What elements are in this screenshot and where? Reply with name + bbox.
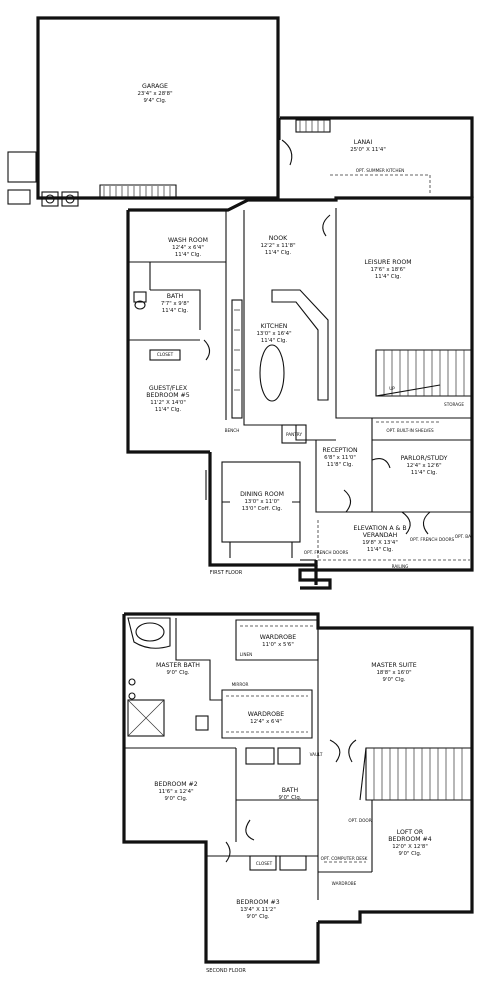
- bedroom-2-dims: 11'6" x 12'4": [158, 789, 193, 795]
- reception-dims: 6'8" x 11'0": [324, 455, 356, 461]
- bedroom-3-clg: 9'0" Clg.: [247, 914, 270, 920]
- storage-label: STORAGE: [444, 402, 464, 407]
- loft-label-1: LOFT OR: [397, 829, 424, 836]
- master-bath-label: MASTER BATH: [156, 662, 200, 669]
- loft-clg: 9'0" Clg.: [399, 851, 422, 857]
- garage-label: GARAGE: [142, 83, 168, 90]
- linen-label: LINEN: [240, 652, 252, 657]
- pantry-label: PANTRY: [286, 432, 302, 437]
- kitchen-clg: 11'4" Clg.: [261, 338, 288, 344]
- nook-clg: 11'4" Clg.: [265, 250, 292, 256]
- guest-bedroom-clg: 11'4" Clg.: [155, 407, 182, 413]
- wardrobe-1-label: WARDROBE: [260, 634, 296, 641]
- leisure-room-label: LEISURE ROOM: [364, 259, 411, 266]
- nook-dims: 12'2" x 11'8": [260, 243, 295, 249]
- opt-bay-label: OPT. BAY: [455, 534, 474, 539]
- loft-label-2: BEDROOM #4: [388, 836, 431, 843]
- opt-door-label: OPT. DOOR: [348, 818, 371, 823]
- wash-room-label: WASH ROOM: [168, 237, 208, 244]
- dining-room-label: DINING ROOM: [240, 491, 284, 498]
- wash-room-clg: 11'4" Clg.: [175, 252, 202, 258]
- kitchen-label: KITCHEN: [261, 323, 288, 330]
- nook-label: NOOK: [269, 235, 288, 242]
- vault-label: VAULT: [310, 752, 323, 757]
- garage-clg: 9'4" Clg.: [144, 98, 167, 104]
- lanai-label: LANAI: [354, 139, 373, 146]
- bath-clg: 11'4" Clg.: [162, 308, 189, 314]
- veranda-label-2: VERANDAH: [363, 532, 398, 539]
- up-label: UP: [389, 386, 395, 391]
- wash-room-dims: 12'4" x 6'4": [172, 245, 204, 251]
- wardrobe-1-dims: 11'0" x 5'6": [262, 642, 294, 648]
- parlor-clg: 11'4" Clg.: [411, 470, 438, 476]
- bench-label: BENCH: [225, 428, 240, 433]
- wardrobe-2-label: WARDROBE: [248, 711, 284, 718]
- bedroom-2-label: BEDROOM #2: [154, 781, 197, 788]
- reception-label: RECEPTION: [322, 447, 358, 454]
- bath-2-label: BATH: [282, 787, 299, 794]
- guest-bedroom-label-1: GUEST/FLEX: [149, 385, 188, 392]
- veranda-label-1: ELEVATION A & B: [353, 525, 406, 532]
- garage-dims: 23'4" x 28'8": [137, 91, 172, 97]
- leisure-room-dims: 17'6" x 18'6": [370, 267, 405, 273]
- guest-bedroom-label-2: BEDROOM #5: [146, 392, 189, 399]
- lanai-dims: 25'0" X 11'4": [350, 147, 386, 153]
- master-suite-clg: 9'0" Clg.: [383, 677, 406, 683]
- closet-2-label: CLOSET: [256, 861, 273, 866]
- master-suite-dims: 18'8" x 16'0": [376, 670, 411, 676]
- first-floor-title: FIRST FLOOR: [210, 570, 243, 576]
- master-bath-clg: 9'0" Clg.: [167, 670, 190, 676]
- second-floor-title: SECOND FLOOR: [206, 968, 246, 974]
- bedroom-3-label: BEDROOM #3: [236, 899, 279, 906]
- parlor-dims: 12'4" x 12'6": [406, 463, 441, 469]
- opt-computer-desk-label: OPT. COMPUTER DESK: [321, 856, 368, 861]
- wardrobe-small-label: WARDROBE: [332, 881, 357, 886]
- reception-clg: 11'8" Clg.: [327, 462, 354, 468]
- second-floor-plan: [122, 612, 474, 964]
- dining-room-clg: 13'0" Coff. Clg.: [242, 506, 283, 512]
- first-floor-plan: [7, 16, 474, 590]
- railing-label: RAILING: [392, 564, 409, 569]
- kitchen-dims: 13'0" x 16'4": [256, 331, 291, 337]
- closet-label: CLOSET: [157, 352, 174, 357]
- bath-2-clg: 9'0" Clg.: [279, 795, 302, 801]
- loft-dims: 12'0" X 12'8": [392, 844, 428, 850]
- bedroom-3-dims: 13'4" X 11'2": [240, 907, 276, 913]
- veranda-dims: 19'8" X 13'4": [362, 540, 398, 546]
- bedroom-2-clg: 9'0" Clg.: [165, 796, 188, 802]
- dining-room-dims: 13'0" x 11'0": [244, 499, 279, 505]
- bath-label: BATH: [167, 293, 184, 300]
- leisure-room-clg: 11'4" Clg.: [375, 274, 402, 280]
- mirror-label: MIRROR: [232, 682, 249, 687]
- first-floor-labels: GARAGE 23'4" x 28'8" 9'4" Clg. LANAI 25'…: [137, 83, 473, 576]
- second-floor-labels: MASTER BATH 9'0" Clg. WARDROBE 11'0" x 5…: [154, 634, 431, 974]
- guest-bedroom-dims: 11'2" X 14'0": [150, 400, 186, 406]
- wardrobe-2-dims: 12'4" x 6'4": [250, 719, 282, 725]
- opt-bookshelves-label: OPT. BUILT-IN SHELVES: [386, 428, 434, 433]
- lanai-summer-kitchen: OPT. SUMMER KITCHEN: [356, 168, 405, 173]
- opt-french-doors-1: OPT. FRENCH DOORS: [410, 537, 455, 542]
- opt-french-doors-2: OPT. FRENCH DOORS: [304, 550, 349, 555]
- parlor-label: PARLOR/STUDY: [401, 455, 448, 462]
- bath-dims: 7'7" x 9'8": [161, 301, 189, 307]
- veranda-clg: 11'4" Clg.: [367, 547, 394, 553]
- master-suite-label: MASTER SUITE: [371, 662, 417, 669]
